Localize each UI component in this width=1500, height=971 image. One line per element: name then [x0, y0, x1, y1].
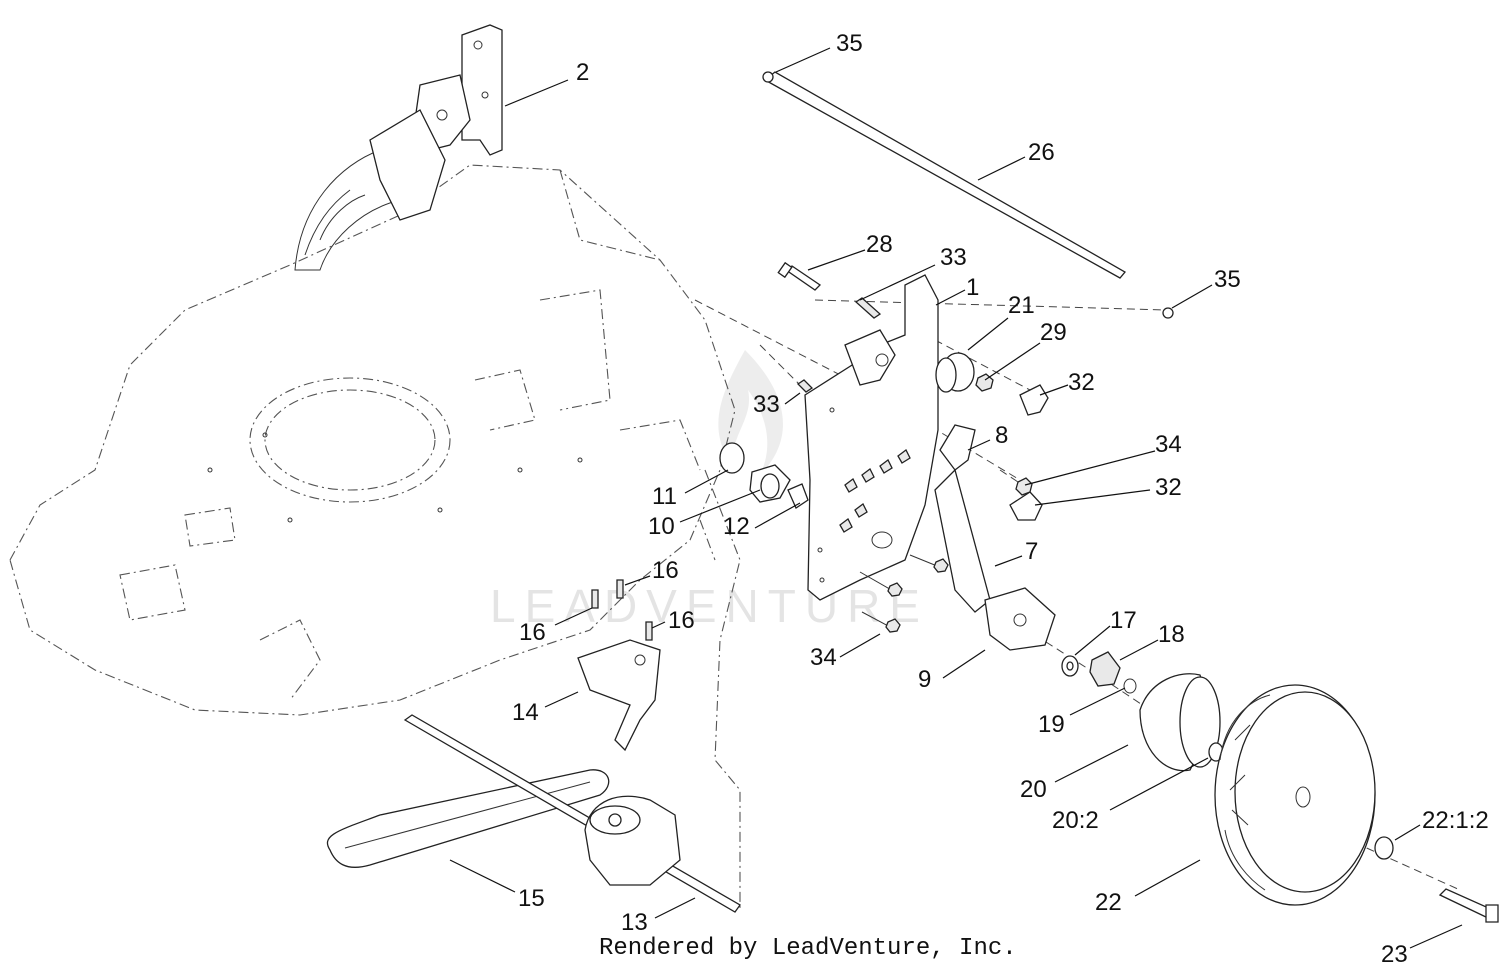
callout-label: 23: [1381, 941, 1408, 968]
callout-label: 18: [1158, 621, 1185, 648]
callout-label: 34: [810, 644, 837, 671]
callout-label: 32: [1068, 369, 1095, 396]
drive-wheel: [1214, 684, 1394, 906]
spacer-and-knobs: [935, 352, 1049, 521]
mower-deck-outline: [9, 164, 741, 910]
callout-label: 12: [723, 513, 750, 540]
callout-label: 28: [866, 231, 893, 258]
callout-label: 8: [995, 422, 1008, 449]
callout-label: 33: [753, 391, 780, 418]
drive-gear-assembly: [1061, 651, 1137, 694]
callout-label: 16: [652, 557, 679, 584]
handle-bracket: [369, 24, 503, 221]
callout-label: 21: [1008, 292, 1035, 319]
fasteners-lower: [859, 554, 949, 633]
callout-labels: 35 2 26 28 33 1 35 21 29 32 33 8 34 32 1…: [512, 30, 1489, 968]
drive-belt: [326, 769, 610, 868]
callout-label: 15: [518, 885, 545, 912]
fasteners-upper: [777, 261, 882, 393]
wheel-hub: [1139, 673, 1224, 772]
callout-label: 2: [576, 59, 589, 86]
height-adjust-cable: [762, 71, 1174, 319]
callout-label: 20: [1020, 776, 1047, 803]
callout-label: 19: [1038, 711, 1065, 738]
callout-label: 11: [652, 483, 677, 510]
callout-label: 35: [836, 30, 863, 57]
callout-label: 17: [1110, 607, 1137, 634]
callout-label: 32: [1155, 474, 1182, 501]
callout-label: 35: [1214, 266, 1241, 293]
watermark-text: LEADVENTURE: [490, 580, 929, 632]
callout-label: 29: [1040, 319, 1067, 346]
callout-label: 9: [918, 666, 931, 693]
height-adjust-lever: [934, 424, 1056, 651]
bushings: [719, 442, 809, 509]
callout-label: 16: [519, 619, 546, 646]
height-adjust-plate: [804, 274, 939, 601]
callout-label: 1: [966, 274, 979, 301]
callout-label: 33: [940, 244, 967, 271]
callout-label: 14: [512, 699, 539, 726]
wheel-bolt: [1438, 888, 1499, 923]
callout-label: 34: [1155, 431, 1182, 458]
callout-leaders: [449, 47, 1463, 949]
callout-label: 10: [648, 513, 675, 540]
callout-label: 26: [1028, 139, 1055, 166]
belt-cover: [577, 579, 661, 752]
callout-label: 13: [621, 909, 648, 936]
transmission: [403, 714, 741, 913]
callout-label: 22: [1095, 889, 1122, 916]
render-credit: Rendered by LeadVenture, Inc.: [599, 935, 1017, 962]
callout-label: 7: [1025, 538, 1038, 565]
callout-label: 22:1:2: [1422, 807, 1489, 834]
callout-label: 20:2: [1052, 807, 1099, 834]
callout-label: 16: [668, 607, 695, 634]
